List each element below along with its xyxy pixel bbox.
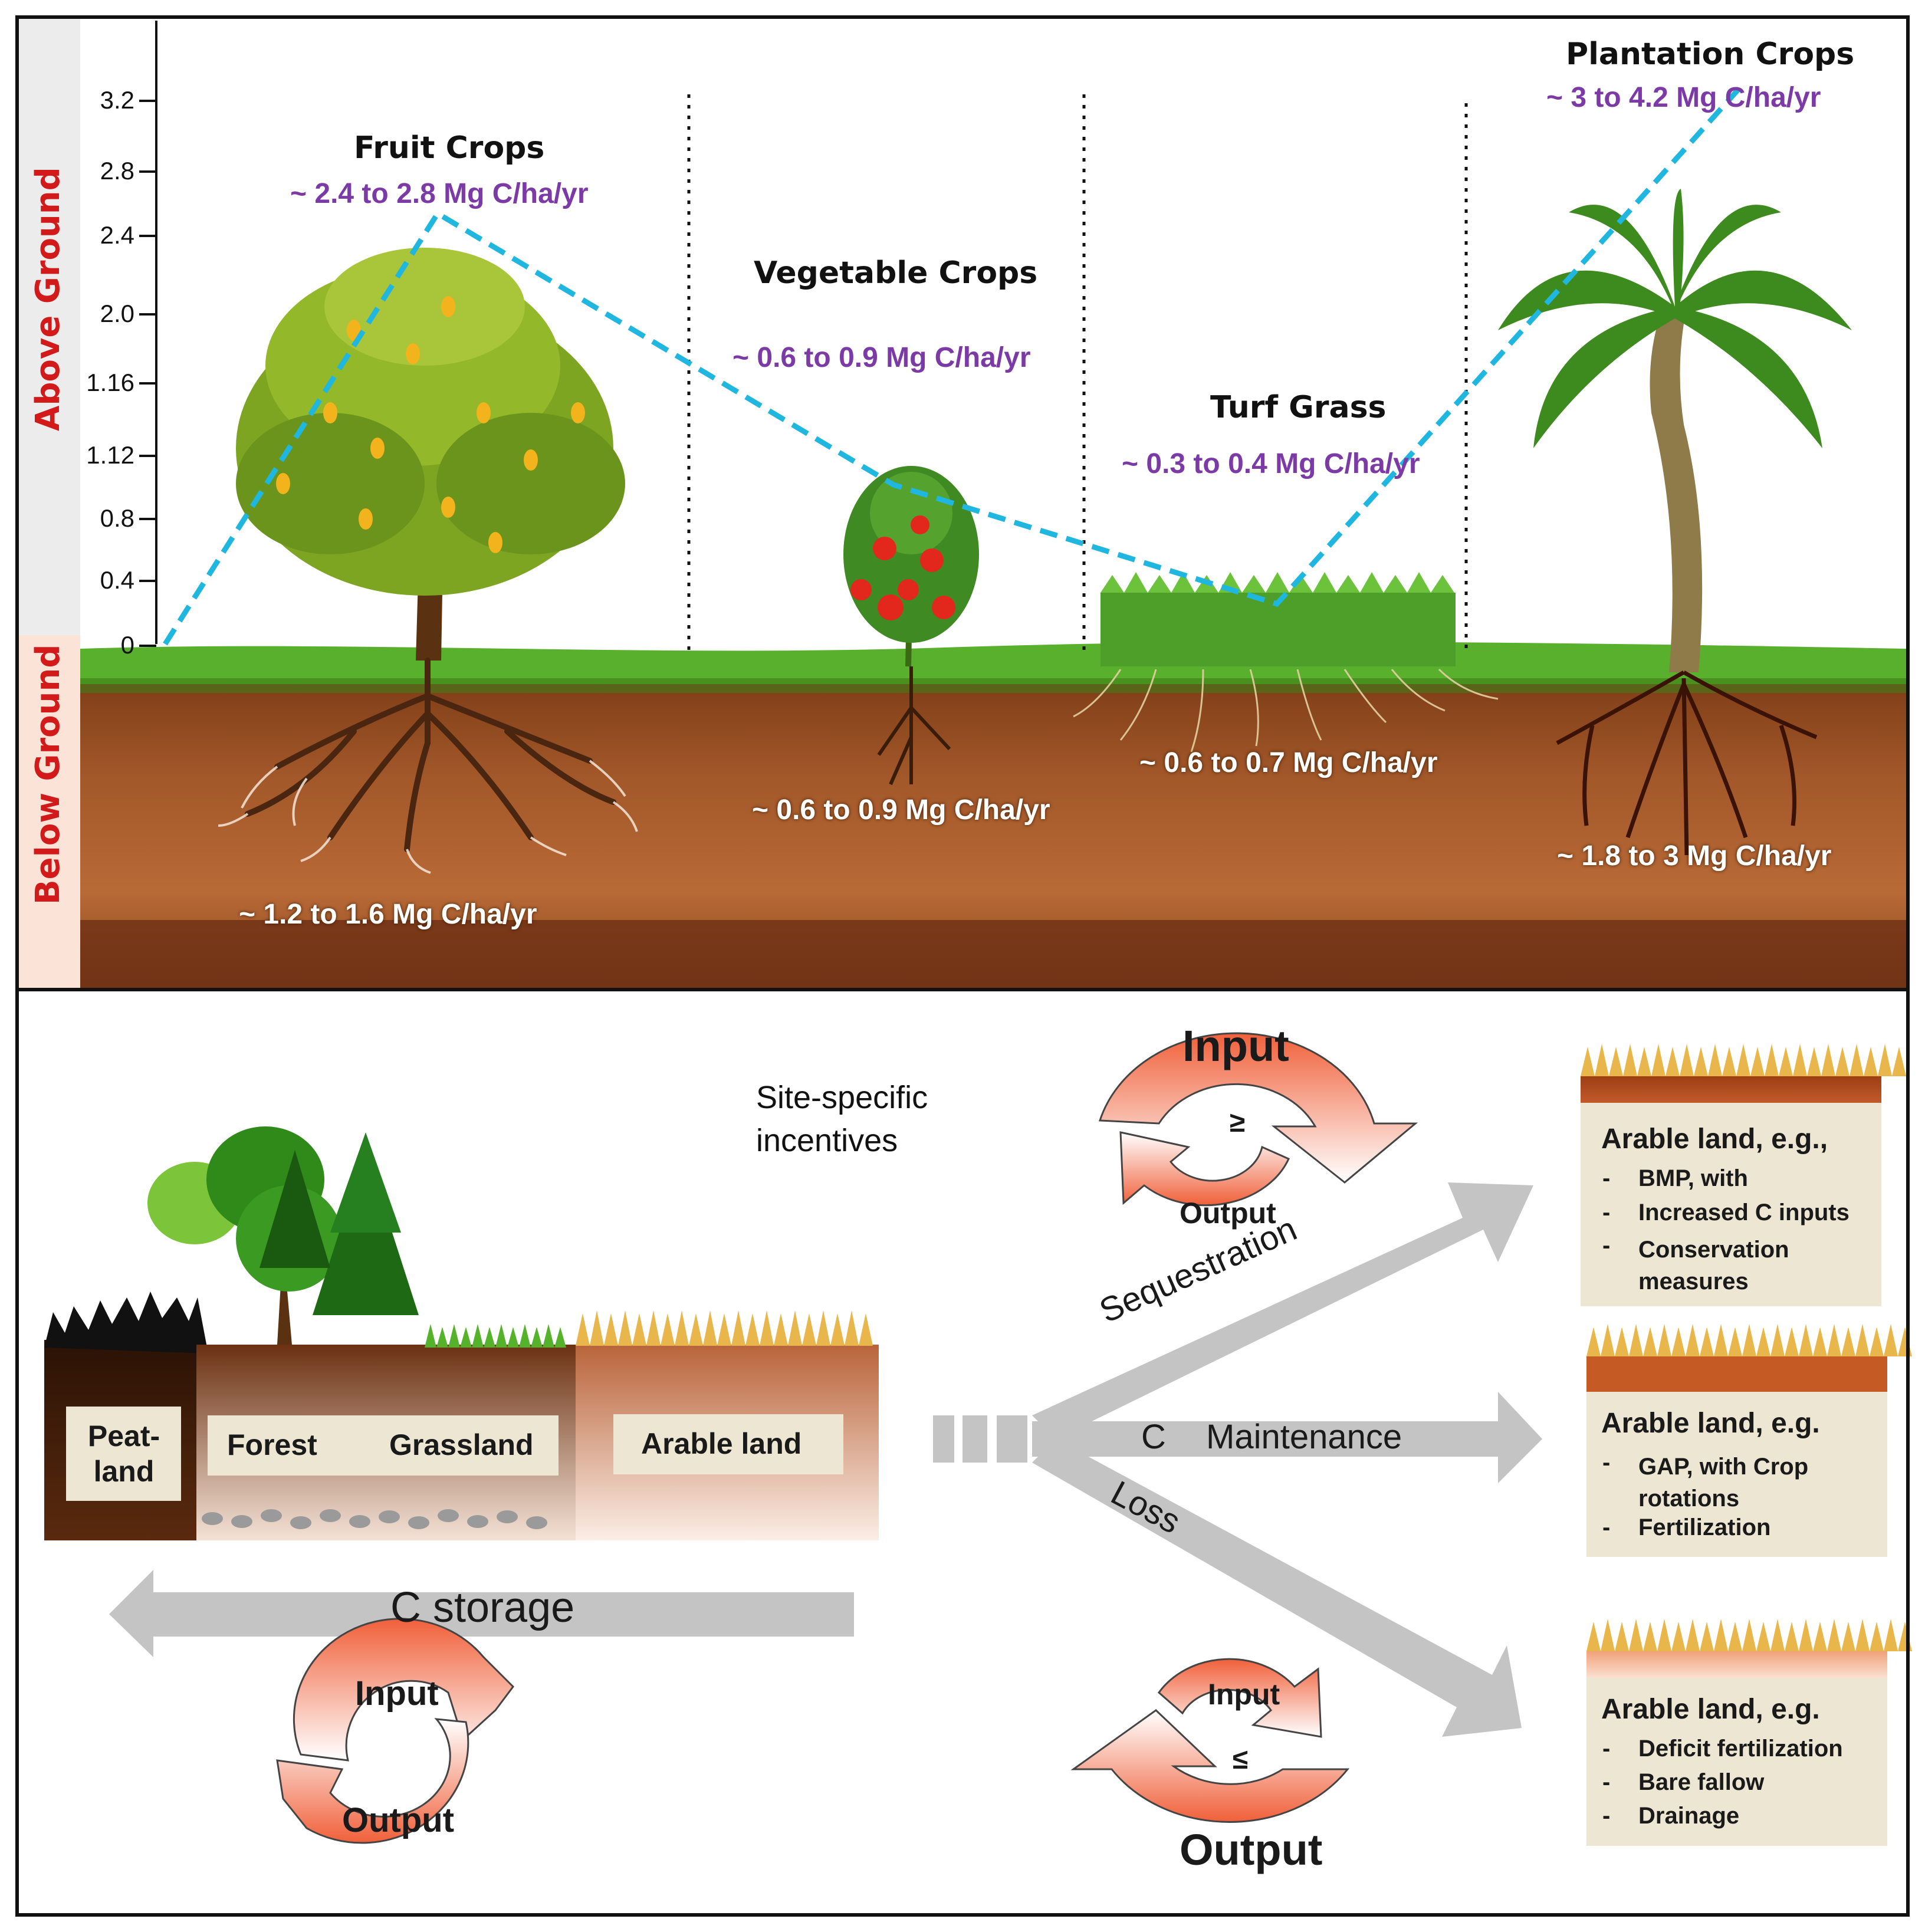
top-panel-graphic bbox=[19, 19, 1906, 988]
cycle-left-input: Input bbox=[355, 1674, 439, 1713]
outcome-box-sequestration: Arable land, e.g., - BMP, with - Increas… bbox=[1581, 1103, 1881, 1306]
outcome-heading-2: Arable land, e.g. bbox=[1601, 1408, 1820, 1439]
cycle-top bbox=[1098, 1032, 1418, 1207]
outcome-bullet: - bbox=[1602, 1450, 1611, 1476]
y-tick-label: 2.0 bbox=[100, 300, 134, 327]
above-rate-fruit: ~ 2.4 to 2.8 Mg C/ha/yr bbox=[290, 178, 589, 209]
outcome-bullet: - bbox=[1602, 1165, 1611, 1191]
y-tick-label: 2.8 bbox=[100, 157, 134, 185]
outcome-bullet: - bbox=[1602, 1200, 1611, 1225]
outcome-heading-3: Arable land, e.g. bbox=[1601, 1694, 1820, 1725]
below-rate-turf: ~ 0.6 to 0.7 Mg C/ha/yr bbox=[1139, 747, 1438, 778]
grassland-vegetation bbox=[425, 1324, 566, 1348]
maintenance-arrow bbox=[1032, 1392, 1542, 1483]
outcome-bullet: - bbox=[1602, 1233, 1611, 1259]
y-tick-label: 0.4 bbox=[100, 566, 134, 594]
cycle-top-output: Output bbox=[1180, 1197, 1276, 1230]
outcome-item-3-3: Drainage bbox=[1638, 1803, 1740, 1829]
arable-land-label: Arable land bbox=[641, 1427, 802, 1460]
cycle-bottom-output: Output bbox=[1180, 1825, 1323, 1874]
zone-title-turf: Turf Grass bbox=[1210, 390, 1387, 425]
bottom-panel-frame bbox=[15, 988, 1910, 1917]
carbon-fan-arrows bbox=[933, 1182, 1542, 1737]
below-rate-plantation: ~ 1.8 to 3 Mg C/ha/yr bbox=[1557, 840, 1832, 872]
above-rate-turf: ~ 0.3 to 0.4 Mg C/ha/yr bbox=[1122, 448, 1420, 479]
zone-title-plantation: Plantation Crops bbox=[1566, 37, 1855, 72]
fruit-fine-roots bbox=[218, 760, 638, 874]
sequestration-arrow bbox=[1032, 1182, 1533, 1439]
below-ground-band bbox=[19, 635, 80, 988]
above-rate-plantation: ~ 3 to 4.2 Mg C/ha/yr bbox=[1546, 82, 1821, 113]
soil-profile bbox=[44, 1126, 879, 1540]
cycle-top-input: Input bbox=[1182, 1021, 1289, 1070]
cycle-bottom-input: Input bbox=[1208, 1678, 1280, 1711]
peatland-label-box bbox=[66, 1407, 181, 1501]
outcome-item-3-2: Bare fallow bbox=[1638, 1769, 1765, 1795]
tomato-plant-illustration bbox=[843, 466, 979, 786]
arable-label-box bbox=[613, 1414, 843, 1474]
arable-crop bbox=[576, 1310, 873, 1346]
fruit-tree-illustration bbox=[236, 248, 625, 661]
fan-c-label: C bbox=[1141, 1418, 1166, 1456]
gravel-layer bbox=[202, 1509, 547, 1529]
cycle-top-relation: ≥ bbox=[1230, 1107, 1246, 1138]
c-storage-label: C storage bbox=[390, 1584, 575, 1631]
cycle-bottom bbox=[1070, 1658, 1350, 1823]
outcome-box-maintenance: Arable land, e.g. - GAP, with Crop rotat… bbox=[1586, 1392, 1887, 1557]
bottom-panel-graphic bbox=[44, 1032, 1912, 1844]
outcome-strips bbox=[1581, 1044, 1912, 1678]
palm-tree-illustration bbox=[1498, 189, 1852, 856]
forest-trees bbox=[147, 1126, 419, 1345]
y-tick-label: 1.16 bbox=[86, 369, 134, 396]
outcome-box-loss: Arable land, e.g. - Deficit fertilizatio… bbox=[1586, 1678, 1887, 1846]
fan-stub-3 bbox=[997, 1415, 1027, 1463]
y-tick-label: 3.2 bbox=[100, 86, 134, 114]
below-rate-fruit: ~ 1.2 to 1.6 Mg C/ha/yr bbox=[239, 899, 537, 930]
y-tick-label: 2.4 bbox=[100, 221, 134, 249]
y-tick-label: 0.8 bbox=[100, 504, 134, 532]
cycle-left bbox=[276, 1618, 514, 1844]
grassland-label: Grassland bbox=[389, 1428, 534, 1461]
above-ground-band bbox=[19, 19, 80, 635]
peatland-vegetation bbox=[44, 1292, 208, 1353]
loss-arrow bbox=[1032, 1439, 1522, 1737]
below-rate-vegetable: ~ 0.6 to 0.9 Mg C/ha/yr bbox=[752, 794, 1050, 826]
forest-label: Forest bbox=[227, 1428, 317, 1461]
outcome-bullet: - bbox=[1602, 1736, 1611, 1762]
outcome-item-3-1: Deficit fertilization bbox=[1638, 1736, 1843, 1762]
outcome-heading-1: Arable land, e.g., bbox=[1601, 1123, 1828, 1155]
top-panel-frame bbox=[15, 15, 1910, 991]
zone-title-vegetable: Vegetable Crops bbox=[754, 255, 1038, 291]
outcome-item-1-2: Increased C inputs bbox=[1638, 1200, 1850, 1225]
outcome-item-2-2: Fertilization bbox=[1638, 1514, 1771, 1540]
outcome-item-1-1: BMP, with bbox=[1638, 1165, 1748, 1191]
forest-grassland-label-box bbox=[208, 1415, 559, 1476]
incentives-label: Site-specific incentives bbox=[756, 1080, 928, 1158]
outcome-bullet: - bbox=[1602, 1769, 1611, 1795]
cycle-left-output: Output bbox=[342, 1801, 455, 1839]
y-tick-label: 1.12 bbox=[86, 441, 134, 469]
carbon-trend-line bbox=[163, 80, 1747, 646]
fan-stub-2 bbox=[962, 1415, 987, 1463]
c-storage-arrow bbox=[109, 1570, 854, 1657]
outcome-bullet: - bbox=[1602, 1803, 1611, 1829]
fan-stub-1 bbox=[933, 1415, 954, 1463]
outcome-item-1-3: Conservation measures bbox=[1638, 1237, 1789, 1294]
maintenance-label: Maintenance bbox=[1206, 1418, 1402, 1456]
deep-soil-layer bbox=[80, 920, 1906, 988]
grass-edge bbox=[80, 678, 1906, 693]
cycle-bottom-relation: ≤ bbox=[1233, 1744, 1249, 1775]
above-rate-vegetable: ~ 0.6 to 0.9 Mg C/ha/yr bbox=[732, 342, 1031, 373]
peatland-label: Peat- land bbox=[87, 1420, 160, 1488]
zone-title-fruit: Fruit Crops bbox=[354, 130, 545, 166]
y-tick-label: 0 bbox=[120, 631, 134, 659]
outcome-item-2-1: GAP, with Crop rotations bbox=[1638, 1454, 1809, 1512]
outcome-bullet: - bbox=[1602, 1514, 1611, 1540]
